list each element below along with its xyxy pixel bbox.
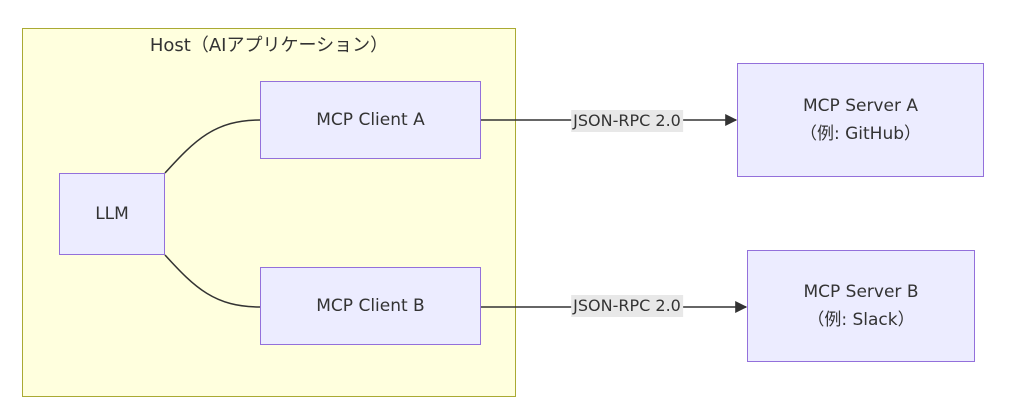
node-server-a-line2: （例: GitHub） — [799, 124, 922, 144]
node-llm: LLM — [59, 173, 165, 255]
node-client-b: MCP Client B — [260, 267, 481, 345]
host-title: Host（AIアプリケーション） — [149, 35, 389, 56]
node-server-a-line1: MCP Server A — [803, 96, 918, 116]
node-server-b-line1: MCP Server B — [803, 282, 919, 302]
edge-label-b: JSON-RPC 2.0 — [571, 295, 683, 317]
node-server-b-line2: （例: Slack） — [807, 310, 915, 330]
edge-llm-client-a — [164, 119, 261, 174]
edge-label-a: JSON-RPC 2.0 — [571, 110, 683, 132]
node-server-b: MCP Server B （例: Slack） — [747, 250, 975, 362]
node-server-a: MCP Server A （例: GitHub） — [737, 63, 984, 177]
node-client-a-label: MCP Client A — [316, 110, 425, 130]
node-llm-label: LLM — [95, 204, 129, 224]
node-client-a: MCP Client A — [260, 81, 481, 159]
edge-llm-client-b — [164, 254, 261, 308]
node-client-b-label: MCP Client B — [316, 296, 425, 316]
